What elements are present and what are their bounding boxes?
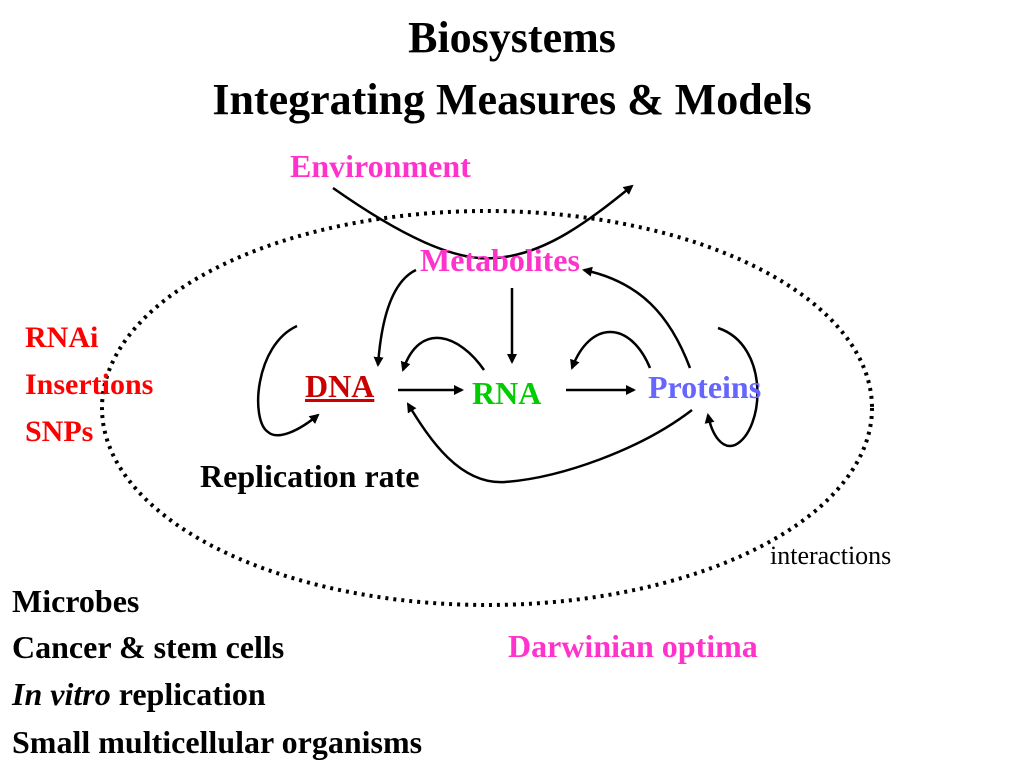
perturbation-insertions: Insertions <box>25 368 154 401</box>
system-small-multicellular: Small multicellular organisms <box>12 724 423 760</box>
proteins-to-dna-feedback-arrow <box>406 402 693 484</box>
environment-label: Environment <box>290 148 471 184</box>
replication-rate-label: Replication rate <box>200 458 420 494</box>
cell-boundary-ellipse <box>100 209 874 607</box>
proteins-self-loop-arrow <box>704 326 759 448</box>
proteins-label: Proteins <box>648 369 762 405</box>
darwinian-optima-label: Darwinian optima <box>508 628 758 664</box>
interactions-label: interactions <box>770 541 892 570</box>
proteins-metabolites-arrow <box>582 266 692 369</box>
dna-label: DNA <box>305 368 375 404</box>
perturbation-rnai: RNAi <box>25 321 99 354</box>
environment-arc-arrow <box>332 184 634 260</box>
metabolites-to-dna-arrow <box>373 268 417 367</box>
metabolites-label: Metabolites <box>420 242 580 278</box>
in-vitro-rest: replication <box>110 676 266 712</box>
system-in-vitro-replication: In vitro replication <box>12 678 266 710</box>
rna-to-dna-loop-arrow <box>400 336 486 372</box>
in-vitro-italic: In vitro <box>12 676 111 712</box>
perturbation-snps: SNPs <box>25 415 94 448</box>
title-line-1: Biosystems <box>408 13 616 62</box>
rna-label: RNA <box>472 375 542 411</box>
system-microbes: Microbes <box>12 583 140 619</box>
proteins-to-rna-loop-arrow <box>570 330 652 370</box>
dna-self-loop-arrow <box>256 324 320 437</box>
title-line-2: Integrating Measures & Models <box>212 75 812 124</box>
system-cancer-stem-cells: Cancer & stem cells <box>12 629 285 665</box>
